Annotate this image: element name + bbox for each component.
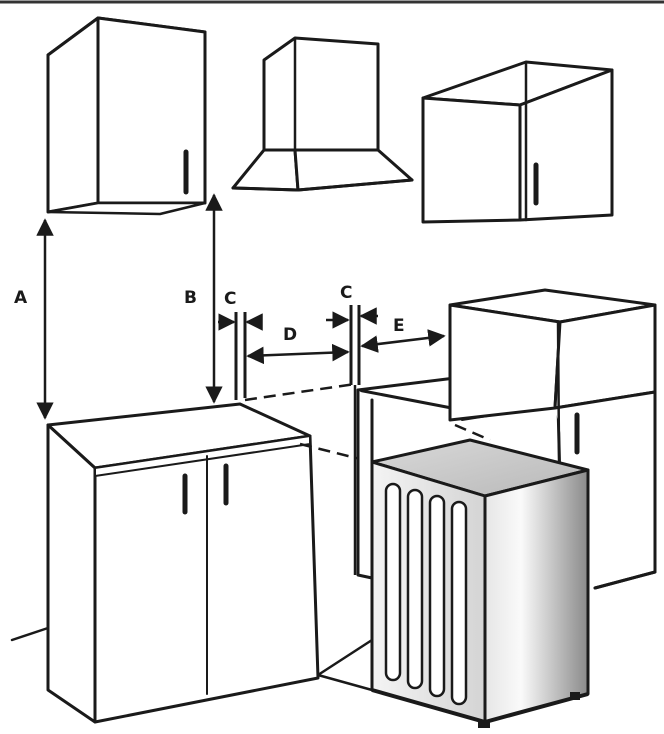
label-b: B	[184, 288, 197, 308]
side-ribs	[384, 482, 468, 706]
label-a: A	[14, 288, 28, 308]
spacer-c-right	[349, 305, 361, 575]
wall-cabinet-left	[46, 16, 207, 216]
dimension-arrows	[36, 193, 446, 420]
label-e: E	[393, 316, 405, 336]
wall-cabinet-right	[421, 60, 614, 224]
washing-machine	[370, 438, 590, 728]
base-cabinet-left	[46, 402, 320, 724]
label-c-left: C	[224, 289, 236, 309]
spacer-c-left	[234, 312, 247, 400]
refrigerator	[448, 288, 657, 590]
floor-lines	[10, 626, 374, 692]
arrow-e	[360, 329, 446, 353]
label-c-right: C	[340, 283, 352, 303]
range-hood	[231, 36, 414, 192]
arrow-d	[246, 343, 350, 365]
label-d: D	[283, 325, 297, 345]
